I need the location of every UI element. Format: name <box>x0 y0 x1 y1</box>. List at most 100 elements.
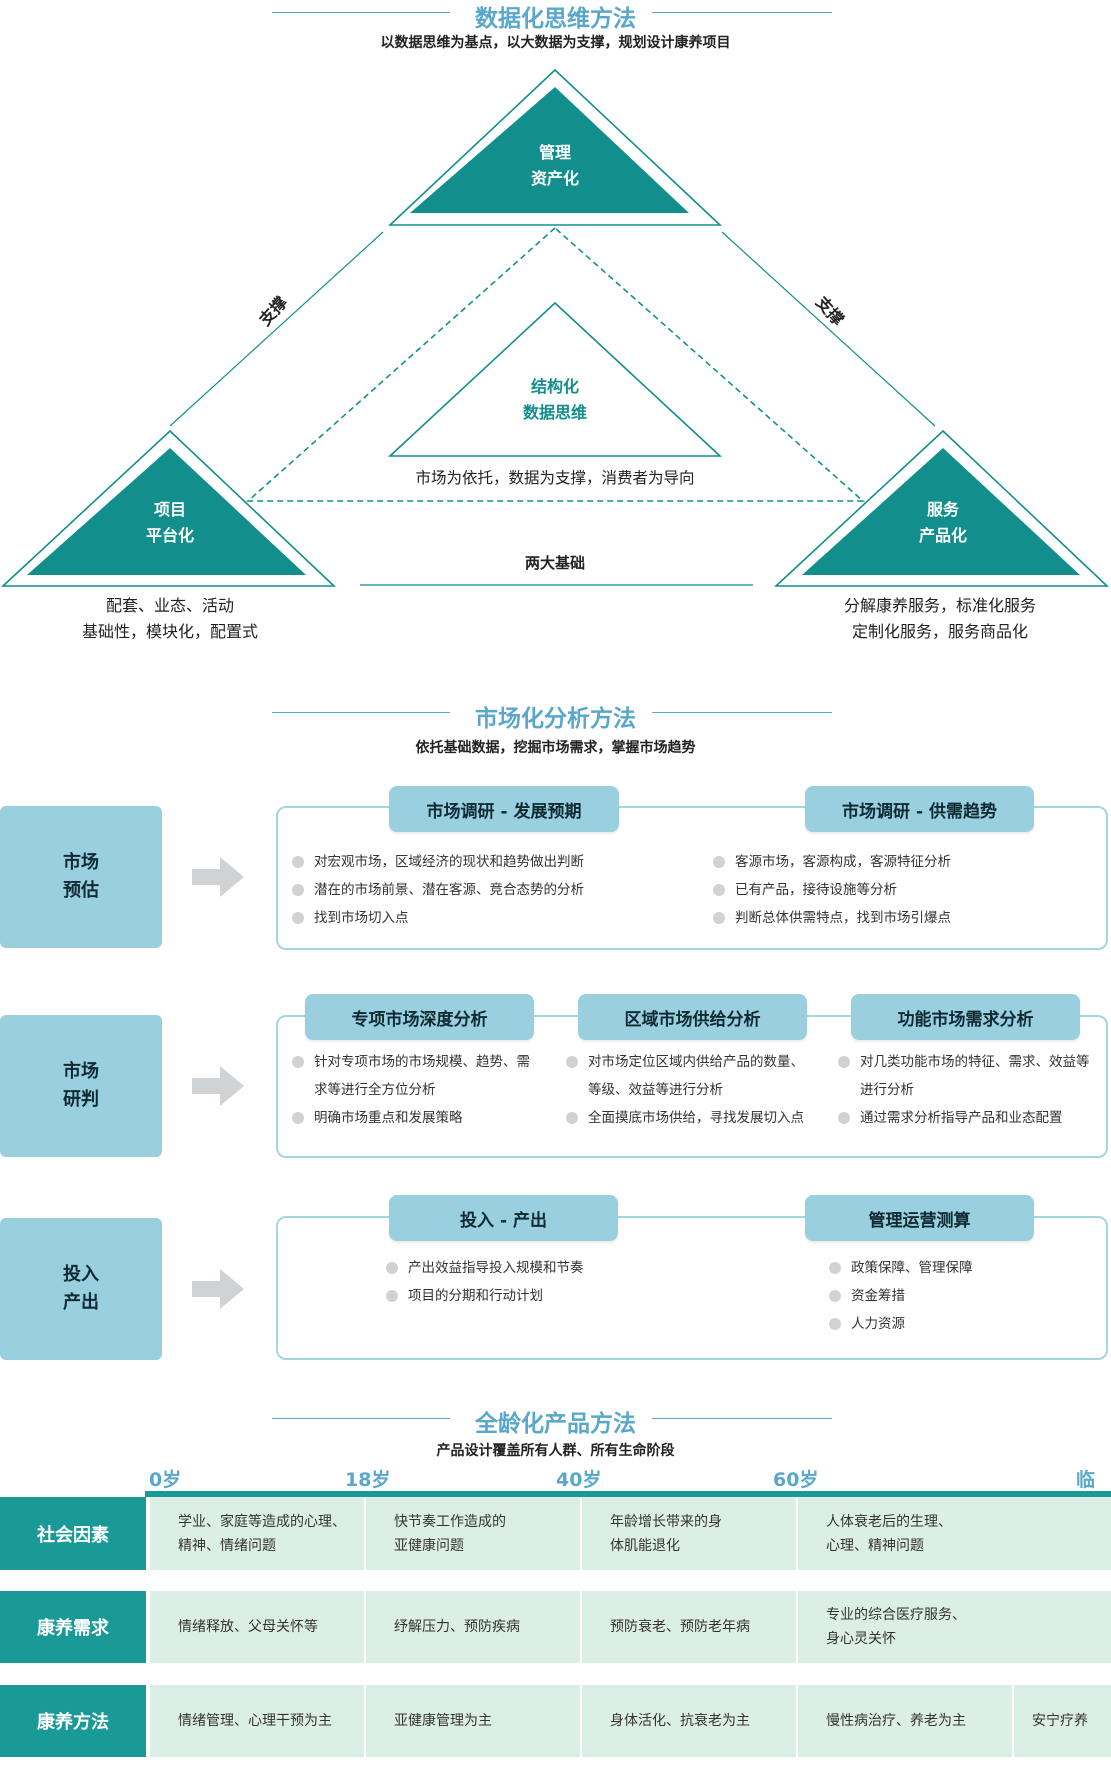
data-thinking-diagram <box>0 68 1110 587</box>
pill-market-research-development: 市场调研 - 发展预期 <box>389 786 619 832</box>
list-item: 找到市场切入点 <box>292 904 692 932</box>
table-cell: 年龄增长带来的身体肌能退化 <box>582 1497 796 1570</box>
left-caption-line1: 配套、业态、活动 <box>105 596 234 615</box>
cell-line2: 身心灵关怀 <box>826 1631 896 1647</box>
dashed-connection-triangle <box>245 226 866 502</box>
section1-title-line-right <box>652 12 832 13</box>
pill-operation-calculation: 管理运营测算 <box>805 1195 1034 1241</box>
section1-subtitle: 以数据思维为基点，以大数据为支撑，规划设计康养项目 <box>380 35 731 51</box>
list-item: 判断总体供需特点，找到市场引爆点 <box>713 904 1093 932</box>
cell-line2: 体肌能退化 <box>610 1537 680 1554</box>
section3-title-line-right <box>652 1418 832 1419</box>
row-head-social-factors: 社会因素 <box>0 1497 146 1570</box>
right-arrow-icon <box>192 1269 244 1309</box>
right-triangle-line2: 产品化 <box>918 526 967 545</box>
bullets-market-estimate-left: 对宏观市场，区域经济的现状和趋势做出判断 潜在的市场前景、潜在客源、竞合态势的分… <box>292 848 692 932</box>
section3-subtitle: 产品设计覆盖所有人群、所有生命阶段 <box>436 1443 675 1459</box>
cell-line1: 安宁疗养 <box>1032 1713 1088 1729</box>
list-item: 潜在的市场前景、潜在客源、竞合态势的分析 <box>292 876 692 904</box>
table-cell: 慢性病治疗、养老为主 <box>798 1685 1012 1757</box>
top-triangle-label: 管理 资产化 <box>505 140 605 192</box>
side-box-input-output: 投入 产出 <box>0 1218 162 1360</box>
list-item: 对几类功能市场的特征、需求、效益等进行分析 <box>838 1048 1093 1104</box>
section3-title: 全龄化产品方法 <box>475 1411 636 1437</box>
cell-line1: 预防衰老、预防老年病 <box>610 1619 750 1635</box>
left-triangle-line1: 项目 <box>153 500 186 519</box>
table-cell: 预防衰老、预防老年病 <box>582 1591 796 1663</box>
row-head-health-needs: 康养需求 <box>0 1591 146 1663</box>
pill-regional-supply-analysis: 区域市场供给分析 <box>578 994 807 1040</box>
section2-title-line-right <box>652 712 832 713</box>
list-item: 政策保障、管理保障 <box>829 1254 1069 1282</box>
section1-title: 数据化思维方法 <box>475 6 636 32</box>
list-item: 明确市场重点和发展策略 <box>292 1104 532 1132</box>
cell-line1: 情绪释放、父母关怀等 <box>178 1619 318 1635</box>
age-label-18: 18岁 <box>345 1469 391 1491</box>
cell-line1: 学业、家庭等造成的心理、 <box>178 1513 346 1530</box>
pill-special-market-analysis: 专项市场深度分析 <box>305 994 534 1040</box>
list-item: 人力资源 <box>829 1310 1069 1338</box>
top-triangle <box>410 87 689 213</box>
cell-line1: 亚健康管理为主 <box>394 1713 492 1729</box>
left-triangle <box>27 448 306 575</box>
cell-line1: 纾解压力、预防疾病 <box>394 1619 520 1635</box>
right-support-line <box>721 231 936 427</box>
cell-line2: 心理、精神问题 <box>826 1537 924 1554</box>
center-caption: 市场为依托，数据为支撑，消费者为导向 <box>415 469 695 487</box>
bullets-market-judgement-2: 对市场定位区域内供给产品的数量、等级、效益等进行分析 全面摸底市场供给，寻找发展… <box>566 1048 806 1132</box>
table-cell: 快节奏工作造成的亚健康问题 <box>366 1497 580 1570</box>
age-label-60: 60岁 <box>773 1469 819 1491</box>
center-triangle-outline <box>387 301 723 457</box>
age-label-40: 40岁 <box>556 1469 602 1491</box>
left-triangle-outline <box>0 429 337 587</box>
pill-input-output: 投入 - 产出 <box>389 1195 618 1241</box>
table-cell: 纾解压力、预防疾病 <box>366 1591 580 1663</box>
base-label: 两大基础 <box>524 554 585 572</box>
cell-line1: 人体衰老后的生理、 <box>826 1513 952 1530</box>
section3-title-line-left <box>272 1418 450 1419</box>
cell-line1: 年龄增长带来的身 <box>610 1513 722 1530</box>
list-item: 全面摸底市场供给，寻找发展切入点 <box>566 1104 806 1132</box>
bullets-market-estimate-right: 客源市场，客源构成，客源特征分析 已有产品，接待设施等分析 判断总体供需特点，找… <box>713 848 1093 932</box>
right-caption-line2: 定制化服务，服务商品化 <box>851 622 1028 641</box>
side-box-line2: 产出 <box>63 1292 99 1313</box>
right-arrow-icon <box>192 1066 244 1106</box>
age-label-0: 0岁 <box>149 1469 182 1491</box>
top-triangle-outline <box>387 68 723 226</box>
table-cell: 亚健康管理为主 <box>366 1685 580 1757</box>
left-caption-line2: 基础性，模块化，配置式 <box>81 622 258 641</box>
left-support-line <box>169 231 384 427</box>
cell-line1: 快节奏工作造成的 <box>394 1513 506 1530</box>
right-triangle-line1: 服务 <box>926 500 959 519</box>
right-caption-line1: 分解康养服务，标准化服务 <box>843 596 1036 615</box>
list-item: 对市场定位区域内供给产品的数量、等级、效益等进行分析 <box>566 1048 806 1104</box>
section2-title: 市场化分析方法 <box>475 706 636 732</box>
bullets-input-output-left: 产出效益指导投入规模和节奏 项目的分期和行动计划 <box>386 1254 686 1310</box>
center-triangle-line2: 数据思维 <box>522 403 587 422</box>
top-triangle-line2: 资产化 <box>530 169 579 188</box>
right-triangle-label: 服务 产品化 <box>893 497 993 549</box>
table-cell: 专业的综合医疗服务、身心灵关怀 <box>798 1591 1111 1663</box>
table-cell: 人体衰老后的生理、心理、精神问题 <box>798 1497 1111 1570</box>
section2-subtitle: 依托基础数据，挖掘市场需求，掌握市场趋势 <box>415 740 696 756</box>
list-item: 资金筹措 <box>829 1282 1069 1310</box>
left-triangle-line2: 平台化 <box>145 526 194 545</box>
right-caption: 分解康养服务，标准化服务 定制化服务，服务商品化 <box>810 593 1070 645</box>
table-cell: 情绪释放、父母关怀等 <box>150 1591 364 1663</box>
cell-line2: 亚健康问题 <box>394 1537 464 1554</box>
cell-line1: 情绪管理、心理干预为主 <box>178 1713 332 1729</box>
bullets-input-output-right: 政策保障、管理保障 资金筹措 人力资源 <box>829 1254 1069 1338</box>
list-item: 对宏观市场，区域经济的现状和趋势做出判断 <box>292 848 692 876</box>
bullets-market-judgement-1: 针对专项市场的市场规模、趋势、需求等进行全方位分析 明确市场重点和发展策略 <box>292 1048 532 1132</box>
center-triangle-label: 结构化 数据思维 <box>495 374 615 426</box>
side-box-market-judgement: 市场 研判 <box>0 1015 162 1157</box>
pill-market-research-supply: 市场调研 - 供需趋势 <box>805 786 1034 832</box>
side-box-market-estimate: 市场 预估 <box>0 806 162 948</box>
side-box-line1: 市场 <box>63 1061 99 1082</box>
right-triangle-outline <box>773 429 1110 587</box>
list-item: 通过需求分析指导产品和业态配置 <box>838 1104 1093 1132</box>
left-caption: 配套、业态、活动 基础性，模块化，配置式 <box>40 593 300 645</box>
top-triangle-line1: 管理 <box>538 143 571 162</box>
right-triangle <box>802 448 1080 575</box>
side-box-line2: 研判 <box>63 1089 99 1110</box>
